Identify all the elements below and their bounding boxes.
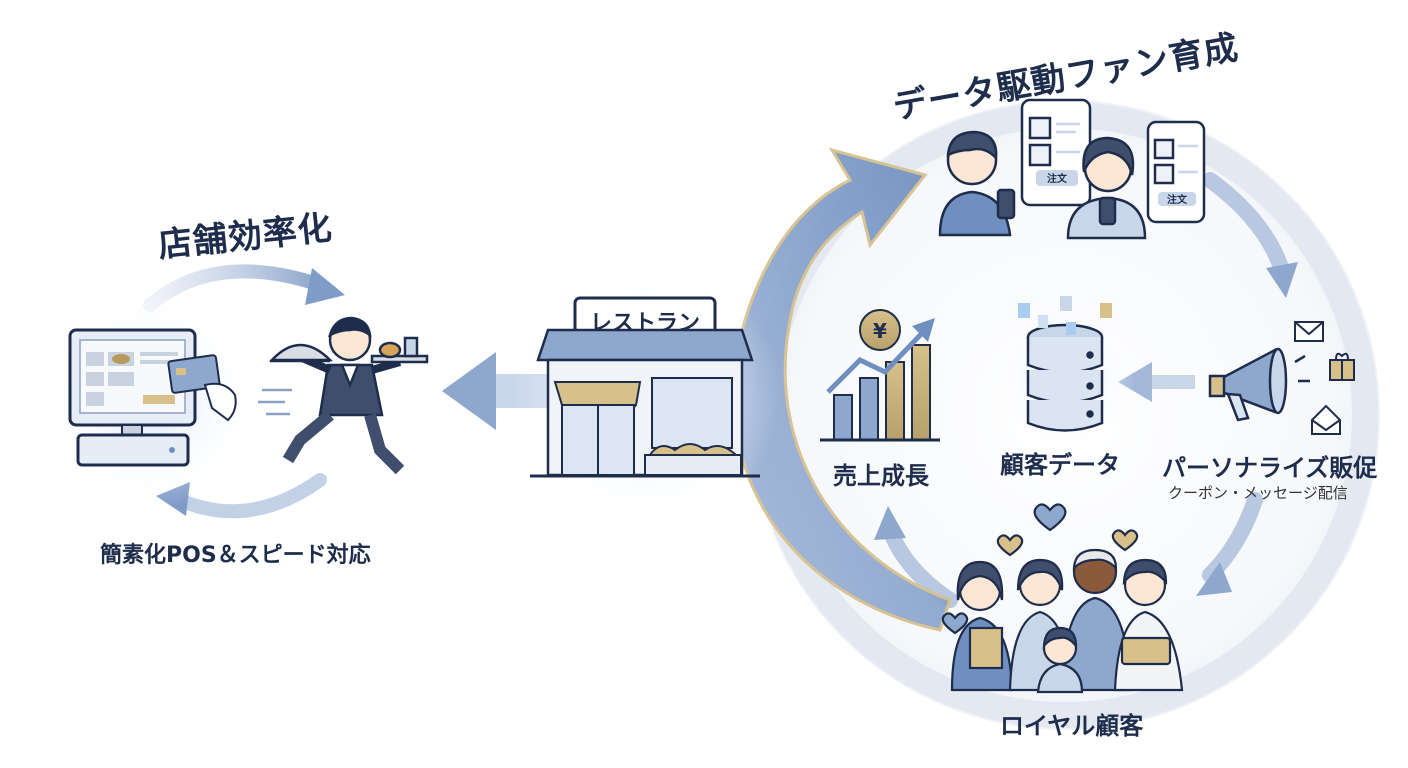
yen-coin-symbol: ¥ — [873, 319, 887, 343]
customer-data-label: 顧客データ — [1000, 451, 1120, 479]
personalized-promo-subtitle: クーポン・メッセージ配信 — [1168, 484, 1348, 502]
sales-growth-chart-icon — [820, 309, 940, 442]
open-envelope-icon — [1311, 404, 1341, 435]
order-button-1: 注文 — [1047, 172, 1068, 185]
payment-card-icon — [167, 354, 237, 422]
order-button-2: 注文 — [1167, 193, 1188, 206]
cycle-arrow-bottom-left — [874, 506, 958, 608]
left-section-caption: 簡素化POS＆スピード対応 — [100, 543, 371, 568]
pos-terminal-icon — [68, 328, 197, 467]
arrow-to-data — [1118, 362, 1195, 402]
cycle-arrow-top-right — [1202, 172, 1298, 298]
loyal-customers-label: ロイヤル顧客 — [1000, 712, 1144, 740]
loyal-customers-illustration — [941, 503, 1184, 694]
growth-sweep-arrow — [732, 147, 952, 632]
database-icon — [1026, 323, 1104, 432]
envelope-icon — [1294, 321, 1324, 342]
document-file-icons — [1018, 296, 1112, 335]
restaurant-building-icon — [530, 296, 760, 478]
sales-growth-label: 売上成長 — [833, 462, 929, 490]
personalized-promo-label: パーソナライズ販促 — [1162, 454, 1378, 482]
customers-ordering-illustration — [938, 98, 1206, 240]
megaphone-icon — [1208, 347, 1310, 422]
cycle-arrow-right-bottom — [1196, 492, 1263, 596]
restaurant-sign: レストラン — [590, 311, 700, 336]
gift-icon — [1329, 352, 1355, 381]
waiter-illustration — [258, 316, 429, 475]
